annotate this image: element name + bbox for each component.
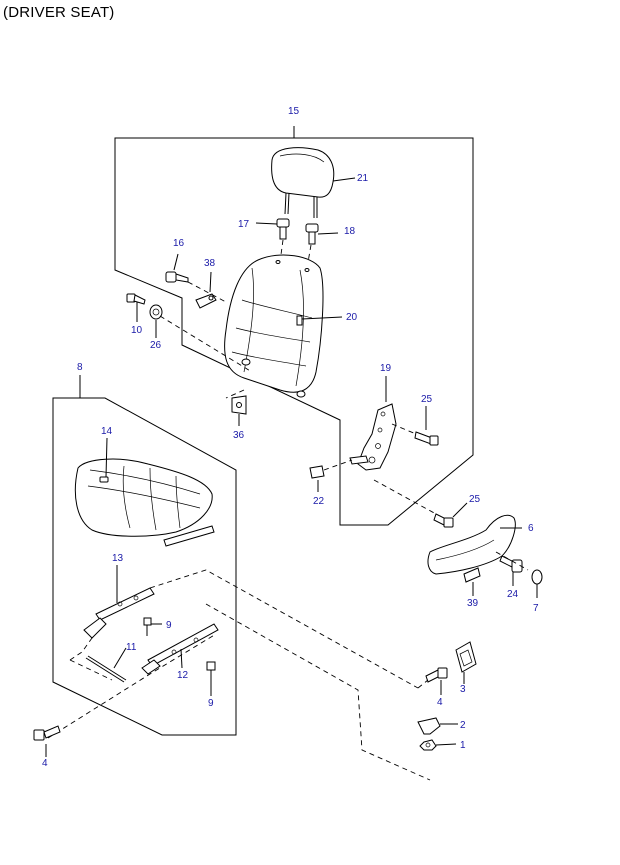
label-26: 26 <box>150 340 162 351</box>
seat-back <box>224 254 343 398</box>
bushing-26 <box>149 304 163 338</box>
label-8: 8 <box>77 362 83 373</box>
screw-24 <box>499 555 523 586</box>
headrest-guide-17 <box>255 218 290 263</box>
bolt-4-right-axis <box>417 679 429 689</box>
rod-11 <box>69 637 127 683</box>
label-25a: 25 <box>421 394 433 405</box>
label-10: 10 <box>131 325 143 336</box>
recliner-hinge-19 <box>349 376 397 471</box>
label-38: 38 <box>204 258 216 269</box>
seat-cushion <box>74 437 215 547</box>
seatback-group-outline <box>114 126 474 526</box>
bolt-10 <box>126 293 146 322</box>
clip-36 <box>225 389 247 426</box>
label-9b: 9 <box>208 698 214 709</box>
label-1: 1 <box>460 740 466 751</box>
label-2: 2 <box>460 720 466 731</box>
label-3: 3 <box>460 684 466 695</box>
label-25b: 25 <box>469 494 481 505</box>
rail-mount-line-lower <box>205 603 431 781</box>
bracket-38 <box>195 271 217 309</box>
bolt-9-upper <box>143 617 162 636</box>
knob-39 <box>463 567 481 596</box>
cushion-group-outline <box>52 375 237 736</box>
label-7: 7 <box>533 603 539 614</box>
label-24: 24 <box>507 589 519 600</box>
bolt-9-lower <box>206 661 216 696</box>
label-15: 15 <box>288 106 300 117</box>
cap-7 <box>531 569 543 598</box>
label-20: 20 <box>346 312 358 323</box>
nut-1 <box>419 739 457 751</box>
label-36: 36 <box>233 430 245 441</box>
label-14: 14 <box>101 426 113 437</box>
label-4b: 4 <box>437 697 443 708</box>
screw-24-axis <box>495 551 529 571</box>
cap-22-axis <box>323 459 353 471</box>
label-9a: 9 <box>166 620 172 631</box>
label-4a: 4 <box>42 758 48 769</box>
label-39: 39 <box>467 598 479 609</box>
label-18: 18 <box>344 226 356 237</box>
label-6: 6 <box>528 523 534 534</box>
headrest <box>271 147 356 218</box>
bolt-16-axis <box>187 281 227 303</box>
label-21: 21 <box>357 173 369 184</box>
label-16: 16 <box>173 238 185 249</box>
label-19: 19 <box>380 363 392 374</box>
seat-rail-13 <box>83 565 155 639</box>
front-bolt-line <box>47 633 217 739</box>
seat-rail-12 <box>141 623 219 675</box>
diagram-title: (DRIVER SEAT) <box>3 4 115 21</box>
cover-2 <box>417 717 458 735</box>
label-11: 11 <box>126 642 137 653</box>
rail-mount-line-upper <box>149 569 419 689</box>
bolt-25-upper <box>391 406 439 446</box>
label-22: 22 <box>313 496 325 507</box>
bolt-4-left <box>33 725 61 757</box>
bolt-25-lower <box>373 479 468 528</box>
label-12: 12 <box>177 670 189 681</box>
cap-22 <box>309 465 325 492</box>
side-cover-6 <box>427 514 522 575</box>
cover-3 <box>455 641 477 684</box>
headrest-guide-18 <box>305 223 339 269</box>
label-13: 13 <box>112 553 124 564</box>
bolt-4-right <box>425 667 448 695</box>
bolt-16 <box>165 253 189 283</box>
label-17: 17 <box>238 219 250 230</box>
